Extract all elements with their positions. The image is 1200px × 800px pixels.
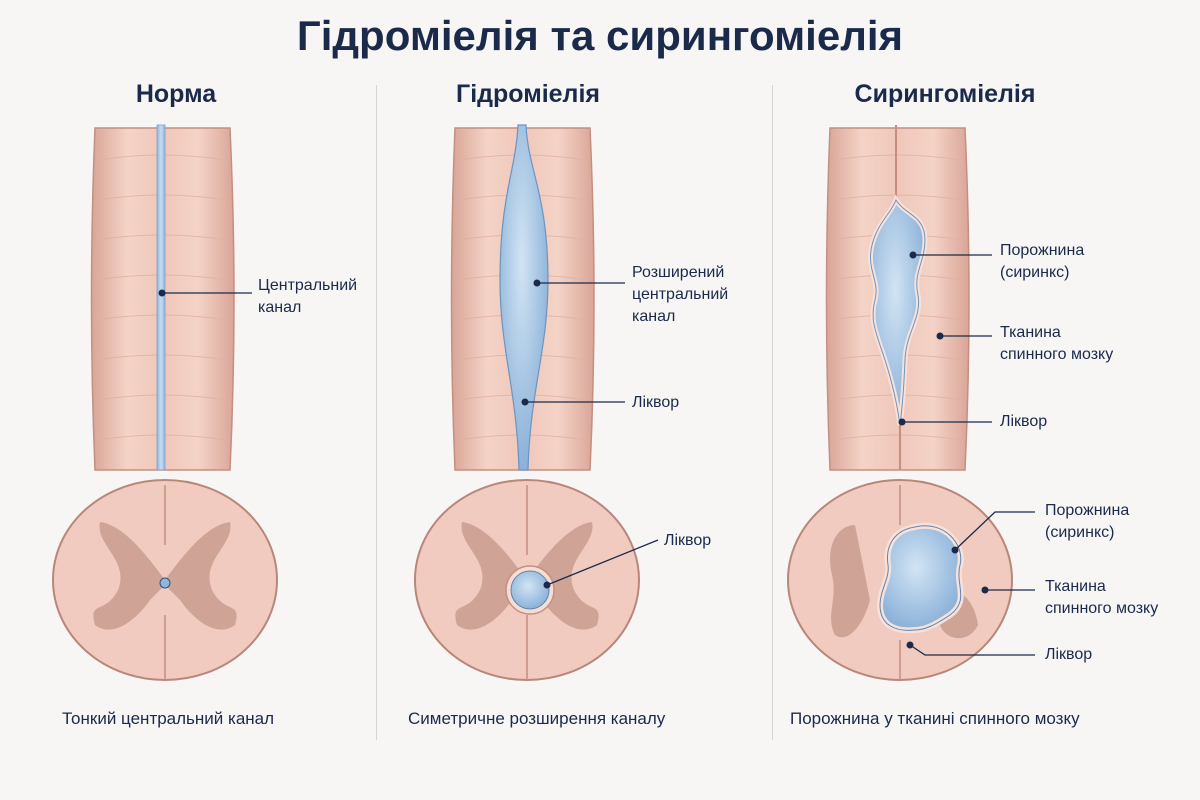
- syringomyelia-cross-section: [787, 479, 1013, 681]
- hydromyelia-longitudinal-cord: [450, 124, 595, 471]
- label-tissue-longitudinal: Тканина спинного мозку: [1000, 324, 1114, 363]
- normal-longitudinal-cord: [90, 124, 235, 471]
- caption-syringomyelia: Порожнина у тканині спинного мозку: [790, 709, 1080, 728]
- label-csf-longitudinal: Ліквор: [632, 394, 680, 411]
- caption-hydromyelia: Симетричне розширення каналу: [408, 709, 666, 728]
- label-csf-cross-section-syr: Ліквор: [1045, 646, 1093, 663]
- label-tissue-cross-section: Тканина спинного мозку: [1045, 578, 1159, 617]
- syringomyelia-longitudinal-cord: [825, 125, 970, 471]
- normal-cross-section: [52, 479, 278, 681]
- label-syrinx-cross-section: Порожнина (сиринкс): [1045, 502, 1130, 541]
- heading-hydromyelia: Гідроміелія: [456, 80, 600, 108]
- heading-syringomyelia: Сирингоміелія: [854, 80, 1036, 108]
- label-central-canal: Центральний канал: [258, 277, 358, 316]
- label-csf-cross-section: Ліквор: [664, 532, 712, 549]
- hydromyelia-cross-section: [414, 479, 640, 681]
- page-title: Гідроміелія та сирингоміелія: [296, 12, 904, 59]
- column-divider-1: [376, 85, 377, 740]
- heading-normal: Норма: [135, 80, 217, 108]
- caption-normal: Тонкий центральний канал: [62, 709, 275, 728]
- label-csf-longitudinal-syr: Ліквор: [1000, 413, 1048, 430]
- column-divider-2: [772, 85, 773, 740]
- label-dilated-canal: Розширений центральний канал: [632, 264, 729, 325]
- leader-lines: [162, 254, 1035, 656]
- label-syrinx-longitudinal: Порожнина (сиринкс): [1000, 242, 1085, 281]
- leader-dots: [158, 251, 989, 649]
